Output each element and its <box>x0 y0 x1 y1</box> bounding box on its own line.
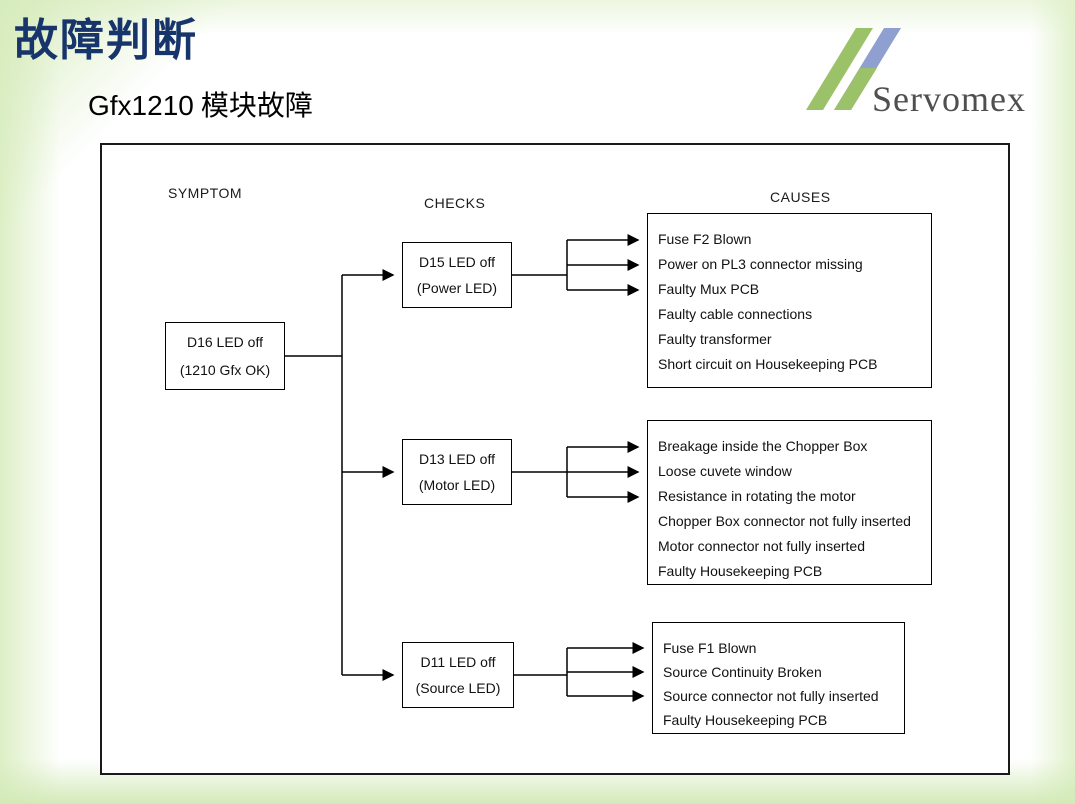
check-line2: (Motor LED) <box>418 477 496 494</box>
subtitle-model: Gfx1210 <box>88 90 194 121</box>
cause-line: Loose cuvete window <box>658 463 792 479</box>
cause-line: Fuse F1 Blown <box>663 640 757 656</box>
column-header-symptom: SYMPTOM <box>168 185 243 201</box>
cause-line: Fuse F2 Blown <box>658 231 752 247</box>
check-line2: (Power LED) <box>416 280 498 297</box>
cause-line: Power on PL3 connector missing <box>658 256 863 272</box>
check-line2: (Source LED) <box>415 680 501 697</box>
logo-wordmark: Servomex <box>872 79 1026 119</box>
cause-line: Faulty Housekeeping PCB <box>663 712 828 728</box>
page-title: 故障判断 <box>14 16 198 65</box>
cause-line: Faulty Housekeeping PCB <box>658 563 823 579</box>
subtitle: Gfx1210 模块故障 <box>88 84 313 124</box>
subtitle-text: 模块故障 <box>193 91 313 122</box>
symptom-line2: (1210 Gfx OK) <box>179 361 271 378</box>
servomex-logo: Servomex <box>798 8 1068 119</box>
cause-line: Resistance in rotating the motor <box>658 488 856 504</box>
check-box-power: D15 LED off (Power LED) <box>402 242 512 308</box>
causes-box-motor: Breakage inside the Chopper Box Loose cu… <box>647 420 932 585</box>
causes-box-power: Fuse F2 Blown Power on PL3 connector mis… <box>647 213 932 388</box>
cause-line: Source Continuity Broken <box>663 664 822 680</box>
cause-line: Source connector not fully inserted <box>663 688 879 704</box>
symptom-line1: D16 LED off <box>186 334 263 351</box>
column-header-causes: CAUSES <box>770 189 831 205</box>
causes-box-source: Fuse F1 Blown Source Continuity Broken S… <box>652 622 905 734</box>
logo-stripes-icon <box>806 28 901 110</box>
check-line1: D13 LED off <box>418 450 495 467</box>
cause-line: Chopper Box connector not fully inserted <box>658 513 911 529</box>
cause-line: Motor connector not fully inserted <box>658 538 865 554</box>
connector-arrows <box>285 234 645 702</box>
cause-line: Faulty Mux PCB <box>658 281 760 297</box>
cause-line: Faulty transformer <box>658 331 772 347</box>
check-line1: D11 LED off <box>420 653 496 670</box>
check-box-motor: D13 LED off (Motor LED) <box>402 439 512 505</box>
symptom-box: D16 LED off (1210 Gfx OK) <box>165 322 285 390</box>
check-box-source: D11 LED off (Source LED) <box>402 642 514 708</box>
cause-line: Breakage inside the Chopper Box <box>658 438 868 454</box>
check-line1: D15 LED off <box>418 253 495 270</box>
fault-diagram: SYMPTOM CHECKS CAUSES D16 LED off (1210 … <box>100 143 1010 775</box>
cause-line: Faulty cable connections <box>658 306 813 322</box>
cause-line: Short circuit on Housekeeping PCB <box>658 356 878 372</box>
column-header-checks: CHECKS <box>424 195 486 211</box>
